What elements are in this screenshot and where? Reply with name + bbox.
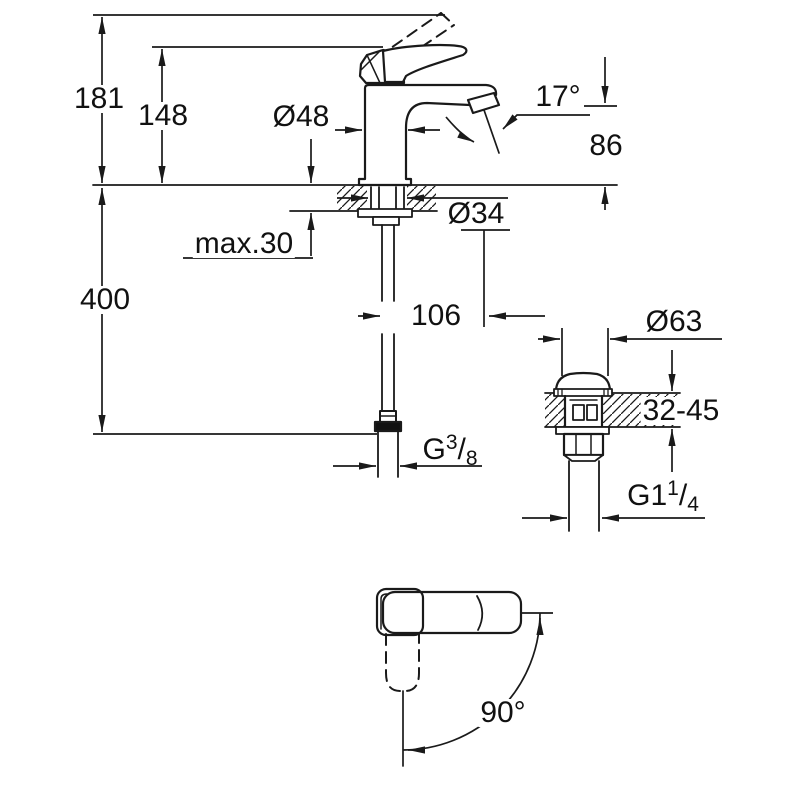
waste-tailpipe bbox=[568, 460, 600, 532]
connector-nut bbox=[373, 420, 403, 433]
dim-hose-offset-label: 106 bbox=[408, 299, 464, 332]
handle-lever bbox=[381, 43, 468, 84]
dim-aerator-angle-label: 17° bbox=[533, 80, 583, 113]
aerator bbox=[466, 91, 501, 115]
handle-top-view bbox=[375, 587, 523, 767]
dim-supply-thread-label: G3/8 bbox=[420, 431, 480, 470]
dim-waste-flange-label: Ø63 bbox=[643, 305, 705, 338]
dim-base-diameter-label: Ø48 bbox=[270, 100, 332, 133]
waste-nut bbox=[562, 432, 605, 457]
dim-waste-thread-label: G11/4 bbox=[625, 477, 701, 516]
mounting-washer bbox=[357, 208, 413, 218]
supply-pipe bbox=[381, 224, 395, 413]
shank bbox=[370, 186, 405, 217]
waste-cap bbox=[554, 371, 612, 392]
dim-waste-deck-range-label: 32-45 bbox=[640, 394, 722, 427]
dim-deck-thickness-label: max.30 bbox=[192, 227, 296, 260]
dim-total-height-label: 181 bbox=[71, 82, 127, 115]
faucet-body bbox=[357, 83, 498, 187]
dim-hose-length-label: 400 bbox=[77, 283, 133, 316]
lever-rotated-dashed bbox=[385, 633, 420, 692]
dim-hole-diameter-label: Ø34 bbox=[445, 197, 507, 230]
lever-top-view bbox=[381, 590, 523, 635]
spray-axis-line bbox=[483, 109, 500, 154]
waste-valve-detail bbox=[544, 371, 681, 532]
dim-handle-rotation-label: 90° bbox=[478, 696, 528, 729]
hub-top-view bbox=[375, 587, 425, 637]
waste-body bbox=[563, 394, 604, 429]
dim-handle-height-label: 148 bbox=[135, 99, 191, 132]
connector-tube bbox=[377, 430, 399, 478]
dim-spout-height-label: 86 bbox=[587, 129, 625, 162]
faucet-side-view bbox=[92, 12, 618, 478]
